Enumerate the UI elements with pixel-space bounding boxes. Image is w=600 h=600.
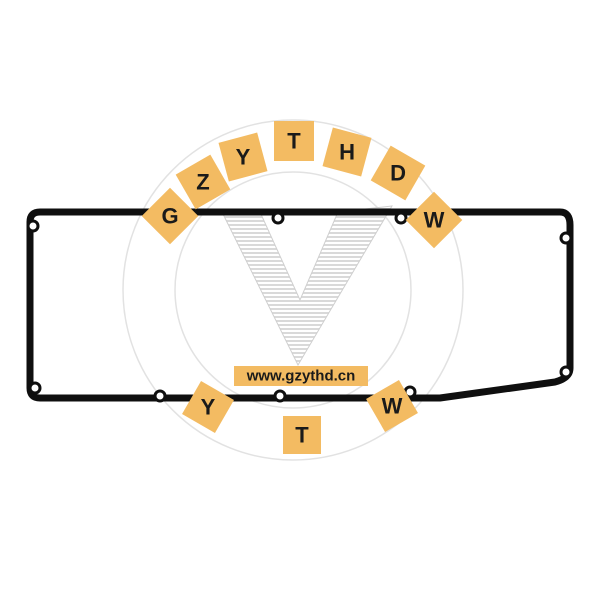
letter-tile-label: H [339,140,355,165]
letter-tile-label: Y [236,145,251,170]
letter-tile-label: W [382,394,403,419]
watermark-rings [122,119,464,461]
letter-tile: W [405,191,463,249]
letter-tile-label: G [161,204,178,229]
letter-tile: T [283,416,321,454]
letter-tile-label: Z [196,170,209,195]
letter-tile: Z [175,154,231,210]
watermark-bottom-letters: Y T W [182,380,418,454]
letter-tile: H [322,127,372,177]
gasket-outline [26,208,574,402]
letter-tile-label: T [287,129,301,154]
valve-cover-gasket [26,208,574,402]
bolt-hole [394,211,408,225]
bolt-hole [273,389,287,403]
bolt-hole [28,381,42,395]
watermark-outer-ring [122,119,464,461]
watermark-v-logo [221,205,393,367]
letter-tile: G [141,187,199,245]
bolt-hole [271,211,285,225]
watermark-top-letters: G Z Y T H D W [141,121,463,249]
bolt-hole [559,365,573,379]
bolt-hole [559,231,573,245]
letter-tile: Y [218,132,268,182]
bolt-hole [153,389,167,403]
letter-tile-label: T [295,423,309,448]
letter-tile: W [366,380,418,432]
letter-tile: D [370,145,426,201]
watermark-url-text: www.gzythd.cn [246,368,356,385]
letter-tile: T [274,121,314,161]
watermark-url-banner: www.gzythd.cn [234,366,368,386]
letter-tile-label: W [424,208,445,233]
letter-tile: Y [182,381,234,433]
bolt-hole [26,219,40,233]
watermark-inner-ring [174,171,412,409]
letter-tile-label: Y [201,395,216,420]
letter-tile-label: D [390,161,406,186]
gasket-bolt-holes [26,211,573,403]
